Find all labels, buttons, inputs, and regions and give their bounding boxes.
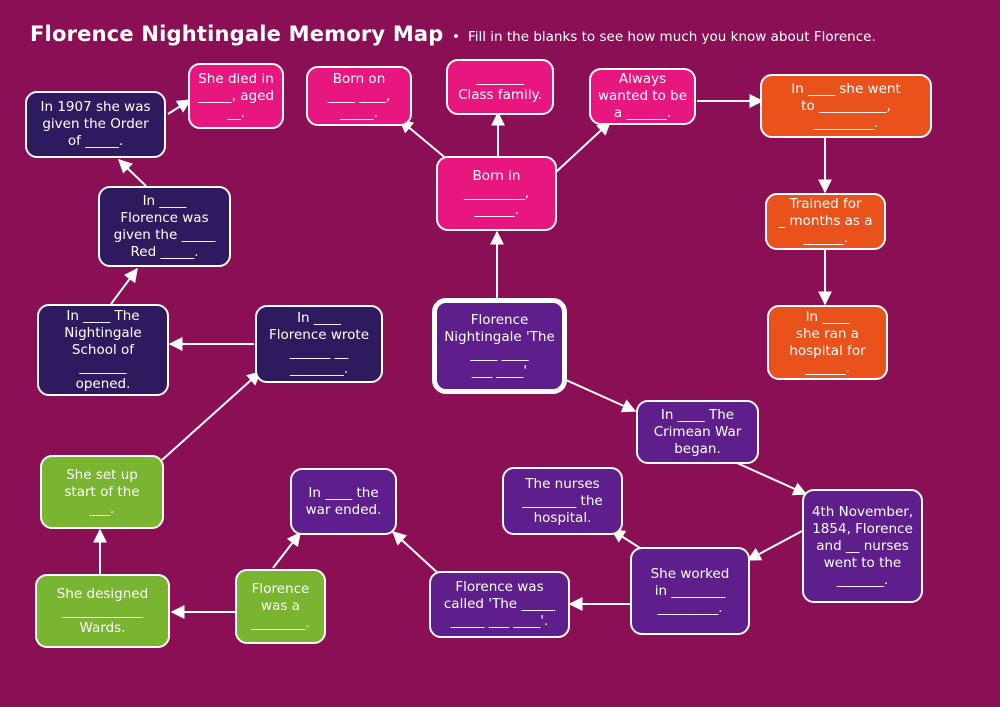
arrow-center-to-crimean (565, 379, 637, 413)
arrow-born-in-to-wanted (555, 121, 612, 173)
node-trained-for: Trained for _ months as a ______. (765, 193, 886, 250)
node-set-up: She set up start of the ___. (40, 455, 164, 529)
node-always-wanted: Always wanted to be a ______. (589, 68, 696, 125)
instruction-label: Fill in the blanks to see how much you k… (467, 29, 876, 45)
arrow-florence-to-ended (272, 531, 301, 569)
arrow-called-to-ended (391, 531, 441, 576)
node-went-to: In ____ she went to __________, ________… (760, 74, 932, 138)
arrow-crimean-to-nov (736, 462, 808, 496)
arrow-setup-to-wrote (161, 371, 262, 461)
node-born-in: Born in _________, ______. (436, 156, 557, 231)
node-order-of: In 1907 she was given the Order of _____… (25, 91, 166, 158)
arrow-school-to-red (110, 267, 138, 305)
node-she-designed: She designed ____________ Wards. (35, 574, 170, 648)
node-wrote: In ____ Florence wrote ______ __ _______… (255, 305, 383, 383)
node-school-opened: In ____ The Nightingale School of ______… (37, 304, 169, 396)
node-crimean-war: In ____ The Crimean War began. (636, 400, 759, 464)
node-class-family: _______ Class family. (446, 59, 554, 115)
node-center-florence: Florence Nightingale 'The ____ ____ ___ … (432, 298, 567, 394)
arrow-nov-to-worked (746, 529, 805, 561)
node-florence-was-a: Florence was a ________. (235, 569, 326, 644)
node-war-ended: In ____ the war ended. (290, 468, 397, 535)
node-born-on: Born on ____ ____, _____. (306, 66, 412, 126)
node-nurses-hospital: The nurses ________ the hospital. (502, 467, 623, 535)
node-red-cross: In ____ Florence was given the _____ Red… (98, 186, 231, 267)
arrow-born-in-to-born-on (398, 119, 449, 161)
arrow-order-to-died (167, 99, 192, 115)
instruction-text: •Fill in the blanks to see how much you … (452, 29, 876, 45)
page-title: Florence Nightingale Memory Map (30, 22, 444, 46)
node-nov-1854: 4th November, 1854, Florence and __ nurs… (802, 489, 923, 603)
node-she-died: She died in _____, aged __. (188, 63, 284, 129)
arrow-red-to-order (117, 159, 147, 187)
node-she-worked: She worked in ________ _________. (630, 547, 750, 635)
node-ran-hospital: In ____ she ran a hospital for ______. (767, 305, 888, 380)
node-called-the: Florence was called 'The _____ _____ ___… (429, 571, 570, 638)
